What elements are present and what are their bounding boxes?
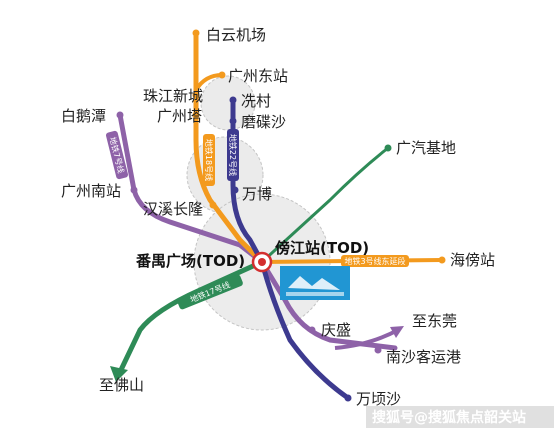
station-xiancun-label: 冼村 [241,92,271,110]
line-18-path [193,30,265,265]
station-foshan-label: 至佛山 [99,376,144,394]
station-dot-canton-tower [192,111,200,119]
station-dot-baiebian [116,111,124,119]
station-pangjiang-label: 傍江站(TOD) [275,239,369,257]
station-wanqingsha-label: 万顷沙 [356,390,401,408]
station-baiyun-label: 白云机场 [206,26,266,44]
station-nansha-label: 南沙客运港 [386,348,461,366]
station-baiebian-label: 白鹅潭 [61,107,106,125]
watermark-text: 搜狐号@搜狐焦点韶关站 [372,409,526,426]
station-dot-xiancun [229,96,237,104]
station-dot-hanxi [209,201,217,209]
station-dot-gz-south [130,186,138,194]
station-panyu-label: 番禺广场(TOD) [135,252,245,270]
arrow-to-dongguan [390,326,404,338]
line-to-dongguan-path [334,328,399,350]
station-dot-haibang [438,256,446,264]
center-node-inner [258,258,266,266]
station-gz-east-label: 广州东站 [228,67,288,85]
line-18-label: 地铁18号线 [204,139,214,181]
line-3-ext-label-group: 地铁3号线东延段 [341,255,409,267]
station-dot-wanqingsha [344,394,352,402]
station-dot-wanbo [231,186,239,194]
station-modiesha-label: 磨碟沙 [241,113,286,131]
station-dot-gz-east [218,71,226,79]
line-18-label-group: 地铁18号线 [203,134,215,186]
station-gz-south-label: 广州南站 [61,182,121,200]
station-zhujiang-label: 珠江新城 [143,87,203,105]
project-logo [280,266,350,300]
line-22-label-group: 地铁22号线 [227,129,239,181]
station-hanxi-label: 汉溪长隆 [143,200,203,218]
line-22-label: 地铁22号线 [228,134,238,176]
line-22-path [230,97,351,401]
arrow-to-foshan [110,366,128,382]
station-haibang-label: 海傍站 [450,251,495,269]
station-dot-nansha [374,346,382,354]
station-wanbo-label: 万博 [242,185,272,203]
station-dongguan-label: 至东莞 [412,312,457,330]
station-dot-qingsheng [308,326,316,334]
station-canton-tower-label: 广州塔 [157,107,202,125]
station-dot-baiyun [192,29,200,37]
station-dot-modiesha [229,117,237,125]
gac-route-path [260,146,389,264]
station-dot-gac [384,144,392,152]
station-dot-zhujiang [192,91,200,99]
station-qingsheng-label: 庆盛 [321,321,351,339]
station-gac-label: 广汽基地 [396,139,456,157]
line-3-ext-label: 地铁3号线东延段 [344,256,405,266]
